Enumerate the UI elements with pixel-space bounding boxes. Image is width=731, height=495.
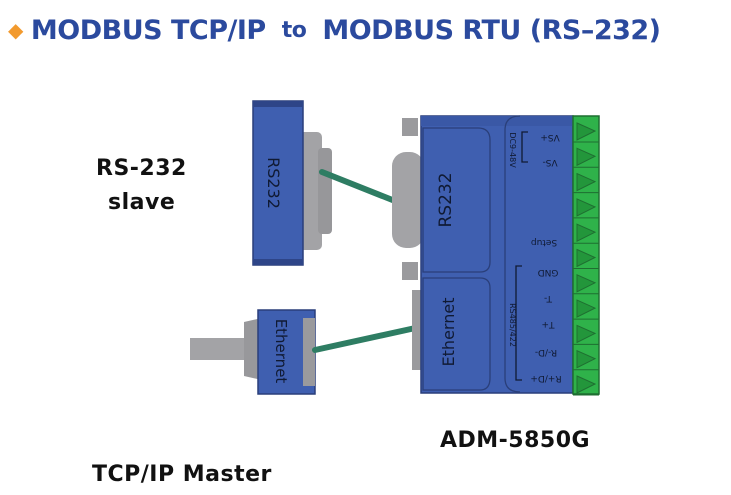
rs232-slave-label-line2: slave	[108, 190, 176, 215]
gateway-power-label: DC9-48V	[508, 132, 517, 168]
terminal-label-setup: Setup	[531, 237, 557, 247]
terminal-screw	[576, 274, 597, 293]
rs232-slave-label-line1: RS-232	[96, 156, 187, 181]
slave-device-body	[252, 100, 304, 266]
tcp-master-device: Ethernet	[190, 309, 316, 395]
terminal-screw	[576, 172, 597, 192]
terminal-screw	[576, 223, 597, 243]
terminal-label-r-minus: R-/D-	[535, 347, 557, 357]
device-model-label: ADM-5850G	[440, 428, 591, 453]
master-port-label: Ethernet	[272, 319, 290, 384]
rs232-slave-device: RS232	[252, 100, 332, 266]
ethernet-link-line	[312, 324, 423, 353]
terminal-screw	[576, 147, 597, 167]
tcp-master-label: TCP/IP Master	[92, 462, 272, 487]
gateway-body	[420, 115, 574, 394]
title-part1: MODBUS TCP/IP	[30, 14, 266, 46]
ethernet-cable	[190, 338, 252, 360]
title-part2: MODBUS RTU (RS–232)	[322, 14, 661, 46]
gateway-device: RS232 Ethernet DC9-48V RS485/422 VS+ VS-…	[392, 115, 574, 394]
gateway-rs232-label: RS232	[436, 172, 456, 227]
diamond-icon: ◆	[8, 18, 23, 42]
gateway-db9-connector	[392, 152, 424, 248]
terminal-label-t-minus: T-	[544, 293, 553, 303]
terminal-label-gnd: GND	[538, 267, 559, 277]
terminal-screw	[576, 198, 597, 217]
terminal-label-r-plus: R+/D+	[530, 373, 561, 383]
gateway-bus-label: RS485/422	[508, 303, 517, 347]
terminal-screw	[576, 349, 597, 369]
terminal-screw	[576, 299, 597, 318]
gateway-ethernet-label: Ethernet	[439, 298, 458, 367]
rs232-link-line	[319, 169, 398, 204]
terminal-screw	[576, 122, 597, 141]
page-title: ◆ MODBUS TCP/IP to MODBUS RTU (RS–232)	[8, 10, 661, 50]
terminal-screw	[576, 375, 597, 394]
slave-port-label: RS232	[264, 157, 283, 209]
slave-db9-face	[318, 148, 332, 234]
terminal-label-vs-minus: VS-	[542, 157, 557, 167]
terminal-screw	[576, 324, 597, 344]
terminal-label-vs-plus: VS+	[540, 132, 559, 142]
terminal-screw	[576, 248, 597, 268]
title-connector: to	[281, 17, 307, 43]
terminal-label-t-plus: T+	[541, 319, 555, 329]
terminal-block	[572, 115, 600, 396]
